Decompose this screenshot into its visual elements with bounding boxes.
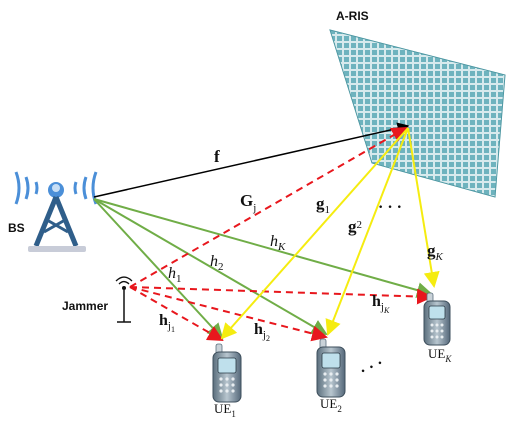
link-ris-ueK <box>407 127 440 288</box>
channel-hj1-subsubscript: 1 <box>171 325 175 334</box>
channel-hK-subscript: K <box>277 241 286 253</box>
link-jammer-ue2 <box>129 286 328 342</box>
channel-g1-symbol: g <box>316 194 325 213</box>
channel-hj1-symbol: h <box>159 312 168 329</box>
link-jammer-ueK <box>129 286 433 305</box>
ueK-phone-icon <box>423 292 451 346</box>
channel-hj2-label: hj2 <box>254 321 270 343</box>
channel-G-subscript: j <box>252 202 256 214</box>
channel-hjK-subsubscript: K <box>383 306 390 315</box>
ris-panel <box>329 29 506 198</box>
channel-hj1-label: hj1 <box>159 312 175 334</box>
ueK-label: UEK <box>428 346 452 364</box>
link-bs-ris <box>93 122 410 198</box>
channel-hK-label: hK <box>270 233 286 253</box>
channel-h1-subscript: 1 <box>176 273 182 285</box>
channel-h2-subscript: 2 <box>218 261 224 273</box>
channel-h2-label: h2 <box>210 253 224 273</box>
channel-gK-label: gK <box>427 241 444 263</box>
link-bs-ueK <box>93 198 433 298</box>
channel-g2-subscript: 2 <box>357 219 363 231</box>
channel-h1-label: h1 <box>168 265 182 285</box>
ue1-subscript: 1 <box>231 409 236 419</box>
channel-h1-symbol: h <box>168 265 176 282</box>
channel-hj2-subsubscript: 2 <box>266 334 270 343</box>
ue2-phone-icon <box>316 338 346 398</box>
ue2-label: UE2 <box>320 396 342 414</box>
channel-g1-subscript: 1 <box>325 204 331 216</box>
channel-hK-symbol: h <box>270 233 278 250</box>
ue1-phone-icon <box>212 343 242 403</box>
channel-f-label: f <box>214 147 220 166</box>
link-bs-ue2 <box>93 198 328 336</box>
channel-hjK-label: hjK <box>372 293 390 315</box>
channel-gK-subscript: K <box>435 251 444 263</box>
link-jammer-ue1 <box>129 286 224 341</box>
link-jammer-ris <box>129 127 408 288</box>
link-ris-ue1 <box>220 127 409 340</box>
jammer-antenna-icon <box>115 276 133 323</box>
bs-tower-icon <box>14 171 98 252</box>
ris-label: A-RIS <box>336 9 369 23</box>
ue1-label: UE1 <box>214 401 236 419</box>
ue2-name: UE <box>320 396 337 411</box>
ue1-name: UE <box>214 401 231 416</box>
channel-G-symbol: G <box>240 191 253 210</box>
ue2-subscript: 2 <box>337 404 342 414</box>
channel-hjK-subscript: j <box>380 301 384 313</box>
ueK-subscript: K <box>444 354 452 364</box>
channel-hj2-subscript: j <box>262 329 266 341</box>
channel-hj2-symbol: h <box>254 321 263 338</box>
channel-g1-label: g1 <box>316 194 330 216</box>
link-bs-ue1 <box>93 198 224 340</box>
ris-ellipsis: · · · <box>378 199 402 216</box>
jammer-label: Jammer <box>62 299 108 313</box>
ue-ellipsis: · · · <box>357 355 386 381</box>
link-ris-ue2 <box>325 127 409 336</box>
channel-hjK-symbol: h <box>372 293 381 310</box>
channel-g2-label: g2 <box>348 217 362 236</box>
channel-gK-symbol: g <box>427 241 436 260</box>
channel-G-label: Gj <box>240 191 256 214</box>
channel-h2-symbol: h <box>210 253 218 270</box>
channel-g2-symbol: g <box>348 217 357 236</box>
ueK-name: UE <box>428 346 445 361</box>
bs-label: BS <box>8 221 25 235</box>
channel-hj1-subscript: j <box>167 320 171 332</box>
